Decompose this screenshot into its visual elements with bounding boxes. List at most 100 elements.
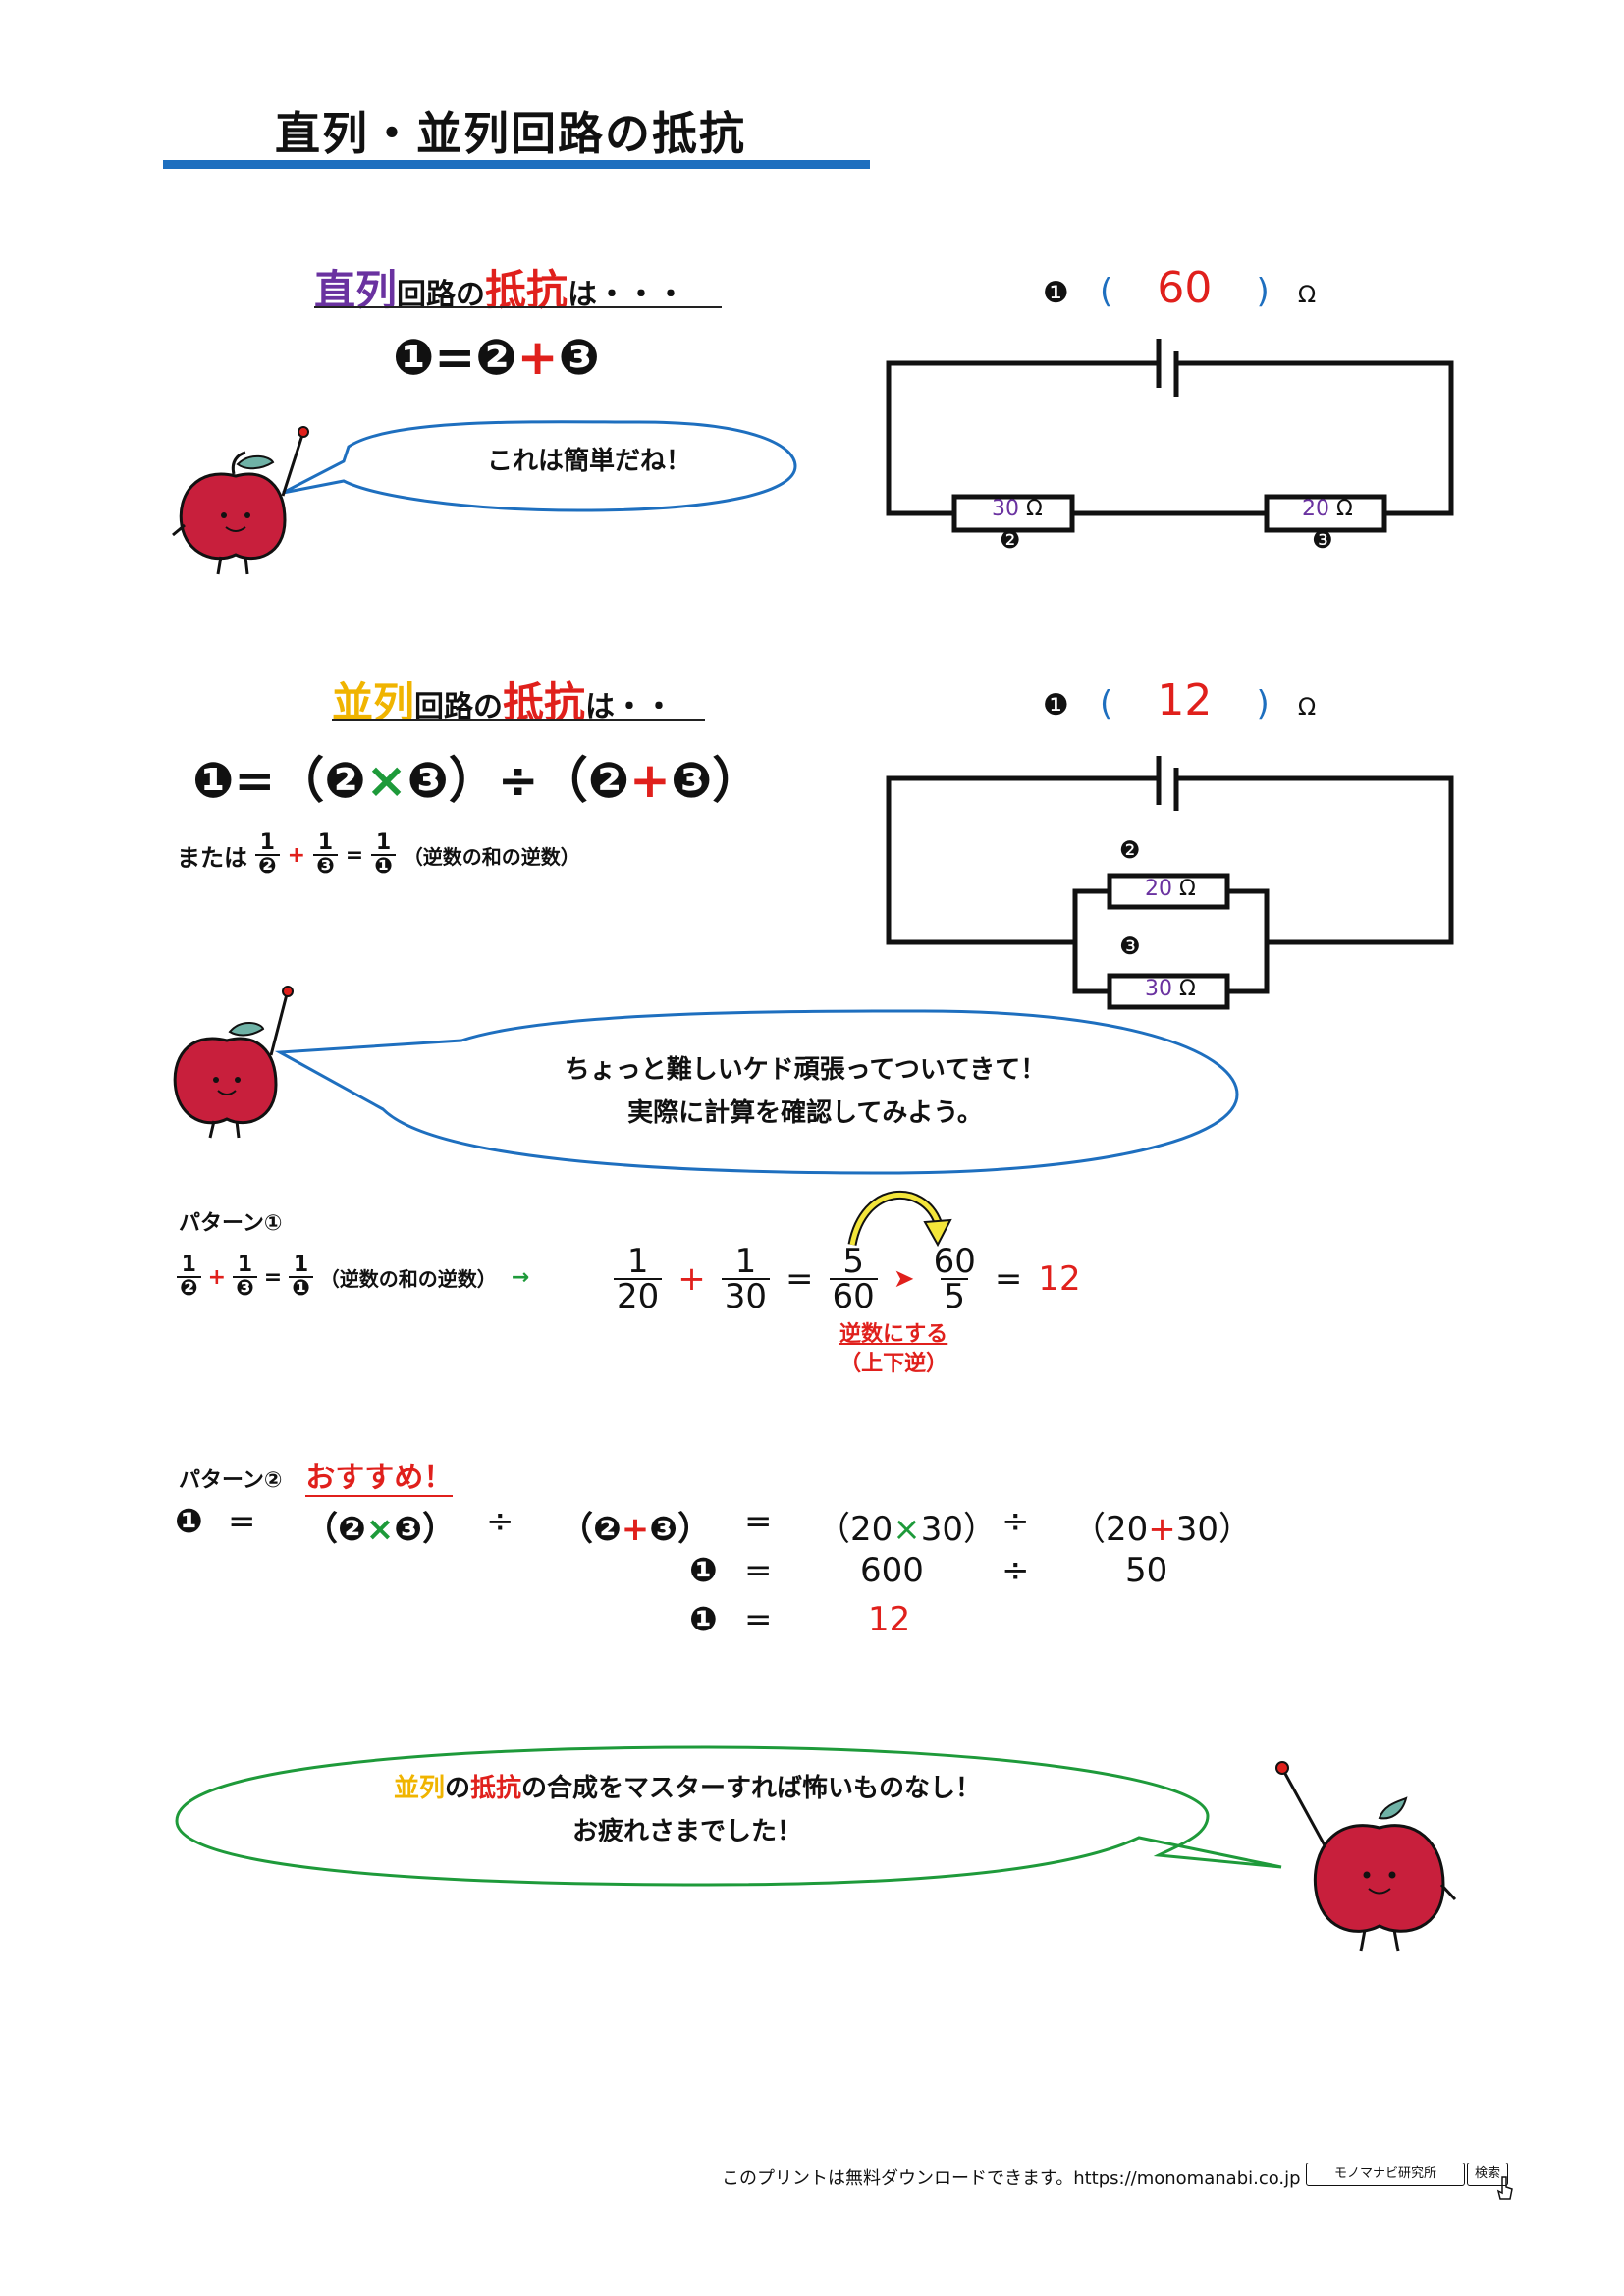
series-r2-label: 30 Ω [992,497,1043,521]
title-underline [163,160,870,169]
formula-part: ❸） [670,752,762,809]
denominator: ❸ [313,854,338,878]
answer-close-paren: ) [1256,272,1270,311]
pattern2-label: パターン② [179,1468,283,1493]
series-answer: ❶ ( 60 ) Ω [1043,263,1316,313]
r-value: 30 [992,497,1019,521]
p2-row2-div: ÷ [1001,1551,1030,1590]
denominator: 5 [941,1278,969,1313]
formula-plus: + [516,329,559,386]
group-part: （20 [817,1510,893,1549]
denominator: ❶ [289,1276,313,1300]
parallel-heading-underline [332,719,705,721]
speech-bubble-1 [282,420,797,512]
bubble-2-text: ちょっと難しいケド頑張ってついてきて！ 実際に計算を確認してみよう。 [471,1048,1139,1135]
parallel-branch-right [1227,888,1270,994]
numerator: 1 [317,830,334,855]
group-part: ❸） [649,1510,712,1549]
pointer-hand-icon [1496,2176,1513,2200]
answer-omega: Ω [1297,693,1317,721]
r-unit: Ω [1336,497,1353,521]
invert-curved-arrow [847,1190,952,1248]
pattern2-heading: パターン② おすすめ！ [179,1453,454,1497]
r-unit: Ω [1179,877,1196,901]
invert-note-line-1: 逆数にする [839,1322,948,1347]
alt-prefix: または [177,843,247,872]
formula-plus: + [629,752,671,809]
pattern1-arrow: → [511,1264,530,1290]
heading-resistance-word: 抵抗 [503,678,586,726]
footer-search-button[interactable]: 検索 [1467,2163,1508,2186]
parallel-answer: ❶ ( 12 ) Ω [1043,675,1316,725]
series-heading-underline [314,306,722,308]
alt-equals: = [345,842,364,868]
speech-bubble-3 [175,1745,1282,1887]
answer-open-paren: ( [1100,684,1113,723]
apple-mascot-1 [172,426,309,575]
recommend-badge: おすすめ！ [305,1461,454,1497]
series-wire-left [886,360,1159,516]
p2-row1-div2: ÷ [1001,1502,1030,1541]
parallel-circuit [886,756,1454,1010]
series-formula: ❶=❷+❸ [393,329,600,386]
footer-text[interactable]: このプリントは無料ダウンロードできます。https://monomanabi.c… [722,2168,1301,2189]
r-unit: Ω [1179,977,1196,1001]
p2-row1-eq: = [228,1502,256,1541]
denominator: 30 [721,1278,771,1313]
apple-mascot-3 [1275,1761,1457,1952]
footer-search-box[interactable]: モノマナビ研究所 [1306,2163,1465,2186]
page-title: 直列・並列回路の抵抗 [275,107,746,160]
numerator: 1 [626,1242,649,1281]
r-value: 20 [1302,497,1329,521]
parallel-resistor-3 [1107,973,1230,1010]
series-answer-value: 60 [1157,263,1213,313]
times: × [365,1510,395,1549]
denominator: ❸ [233,1276,257,1300]
p2-row2-lhs: ❶ [689,1551,718,1590]
denominator: 20 [614,1278,663,1313]
bubble-2-line-1: ちょっと難しいケド頑張ってついてきて！ [564,1055,1047,1085]
p2-row1-div: ÷ [486,1502,514,1541]
r-value: 20 [1145,877,1172,901]
equals: = [785,1259,814,1299]
numerator: 1 [259,830,275,855]
answer-close-paren: ) [1256,684,1270,723]
word: の合成をマスターすれば怖いものなし！ [521,1774,982,1803]
p2-row1-group-c: （20×30） [817,1502,997,1550]
series-r2-marker: ❷ [1000,526,1021,554]
parallel-branch-left [1072,888,1110,994]
heading-parallel-word: 並列 [332,678,415,726]
answer-marker: ❶ [1043,688,1069,722]
speech-bubble-2 [274,1009,1239,1175]
pattern1-note: （逆数の和の逆数） [319,1266,497,1291]
p2-row3-lhs: ❶ [689,1600,718,1639]
bubble-2-line-2: 実際に計算を確認してみよう。 [627,1098,983,1128]
equals: = [994,1259,1023,1299]
denominator: ❶ [371,854,396,878]
word-parallel: 並列 [393,1774,445,1803]
heading-resistance-word: 抵抗 [485,266,568,314]
parallel-wire-left [886,775,1159,945]
denominator: ❷ [177,1276,201,1300]
series-circuit [886,339,1454,533]
group-part: （❷ [304,1510,366,1549]
heading-series-word: 直列 [314,266,398,314]
invert-note: 逆数にする （上下逆） [839,1320,947,1379]
group-part: （20 [1072,1510,1149,1549]
apple-mascot-2 [173,986,294,1139]
series-resistor-2 [951,494,1075,533]
bubble-1-text: これは簡単だね！ [486,447,691,476]
p2-row2-eq: = [744,1551,773,1590]
answer-marker: ❶ [1043,276,1069,310]
p2-row2-value-b: 50 [1125,1551,1168,1590]
bubble-3-text: 並列の抵抗の合成をマスターすれば怖いものなし！ お疲れさまでした！ [295,1767,1080,1853]
